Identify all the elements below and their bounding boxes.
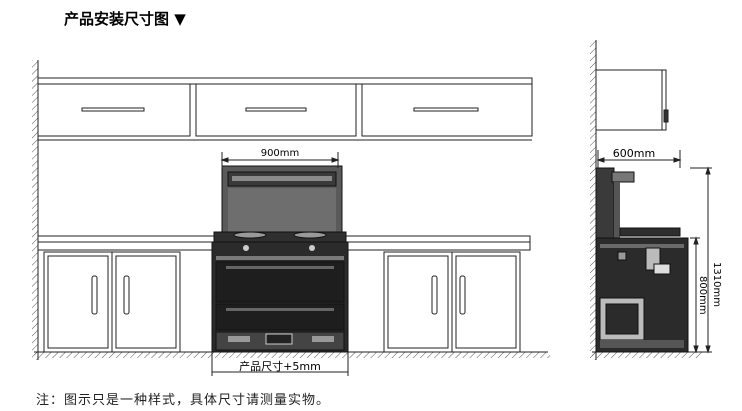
dimension-depth <box>596 150 682 168</box>
front-floor-hatch <box>34 352 550 358</box>
page-title: 产品安装尺寸图 ▼ <box>64 10 186 28</box>
side-stove <box>595 167 689 353</box>
dimension-product <box>211 352 349 376</box>
width-label: 900mm <box>261 148 300 159</box>
height-total-label: 1310mm <box>711 262 722 307</box>
depth-label: 600mm <box>613 147 655 160</box>
lower-cabinets-left <box>43 251 181 353</box>
height-counter-label: 800mm <box>697 276 708 315</box>
lower-cabinets-right <box>383 251 521 353</box>
side-wall-hatch <box>590 40 596 360</box>
integrated-stove <box>211 165 349 353</box>
side-floor-hatch <box>592 352 702 358</box>
side-upper-cabinet <box>595 69 669 131</box>
footer-note: 注：图示只是一种样式，具体尺寸请测量实物。 <box>36 393 331 408</box>
dimension-heights <box>690 166 712 354</box>
product-size-label: 产品尺寸+5mm <box>239 359 321 373</box>
dimension-width <box>220 152 340 168</box>
upper-cabinets <box>37 77 533 141</box>
front-wall-hatch <box>32 60 38 360</box>
